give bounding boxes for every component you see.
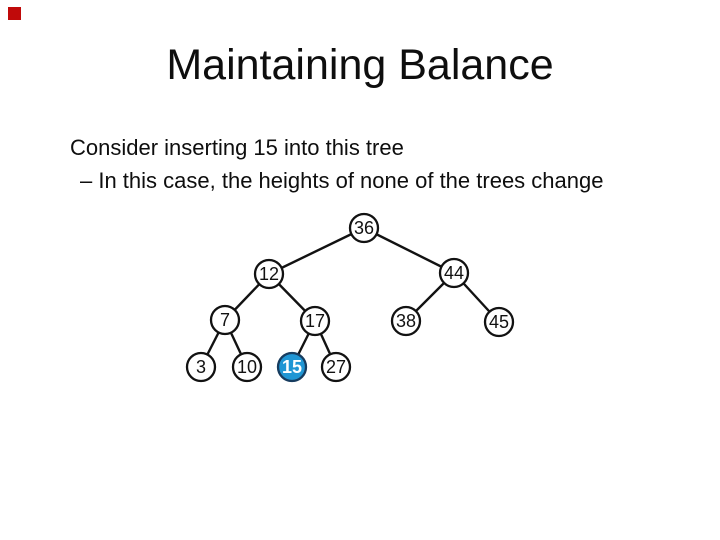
slide-body: Consider inserting 15 into this tree – I… bbox=[70, 131, 603, 197]
tree-node-label: 7 bbox=[220, 310, 230, 330]
tree-node-circle bbox=[253, 258, 285, 290]
tree-node-label: 17 bbox=[305, 311, 325, 331]
tree-node-circle bbox=[438, 257, 470, 289]
tree-node-label: 3 bbox=[196, 357, 206, 377]
tree-node-label: 38 bbox=[396, 311, 416, 331]
tree-node-label: 15 bbox=[282, 357, 302, 377]
tree-node-circle bbox=[209, 304, 241, 336]
body-line-2: – In this case, the heights of none of t… bbox=[80, 168, 604, 193]
tree-node-label: 45 bbox=[489, 312, 509, 332]
tree-edge bbox=[363, 226, 455, 275]
body-line-1: Consider inserting 15 into this tree bbox=[70, 135, 404, 160]
tree-node-label: 12 bbox=[259, 264, 279, 284]
tree-node-circle bbox=[276, 351, 308, 383]
tree-node-circle bbox=[483, 306, 515, 338]
tree-node-label: 44 bbox=[444, 263, 464, 283]
tree-node-circle bbox=[185, 351, 217, 383]
tree-node-circle bbox=[299, 305, 331, 337]
corner-marker bbox=[8, 7, 21, 20]
tree-node-circle bbox=[231, 351, 263, 383]
tree-node-label: 27 bbox=[326, 357, 346, 377]
tree-node-circle bbox=[320, 351, 352, 383]
tree-node-circle bbox=[348, 212, 380, 244]
tree-node-circle bbox=[390, 305, 422, 337]
binary-tree-diagram: 36 12 44 7 17 38 45 3 10 15 27 bbox=[185, 212, 515, 383]
tree-node-label: 10 bbox=[237, 357, 257, 377]
tree-edge bbox=[268, 226, 365, 276]
tree-node-label: 36 bbox=[354, 218, 374, 238]
slide-title: Maintaining Balance bbox=[166, 41, 554, 89]
